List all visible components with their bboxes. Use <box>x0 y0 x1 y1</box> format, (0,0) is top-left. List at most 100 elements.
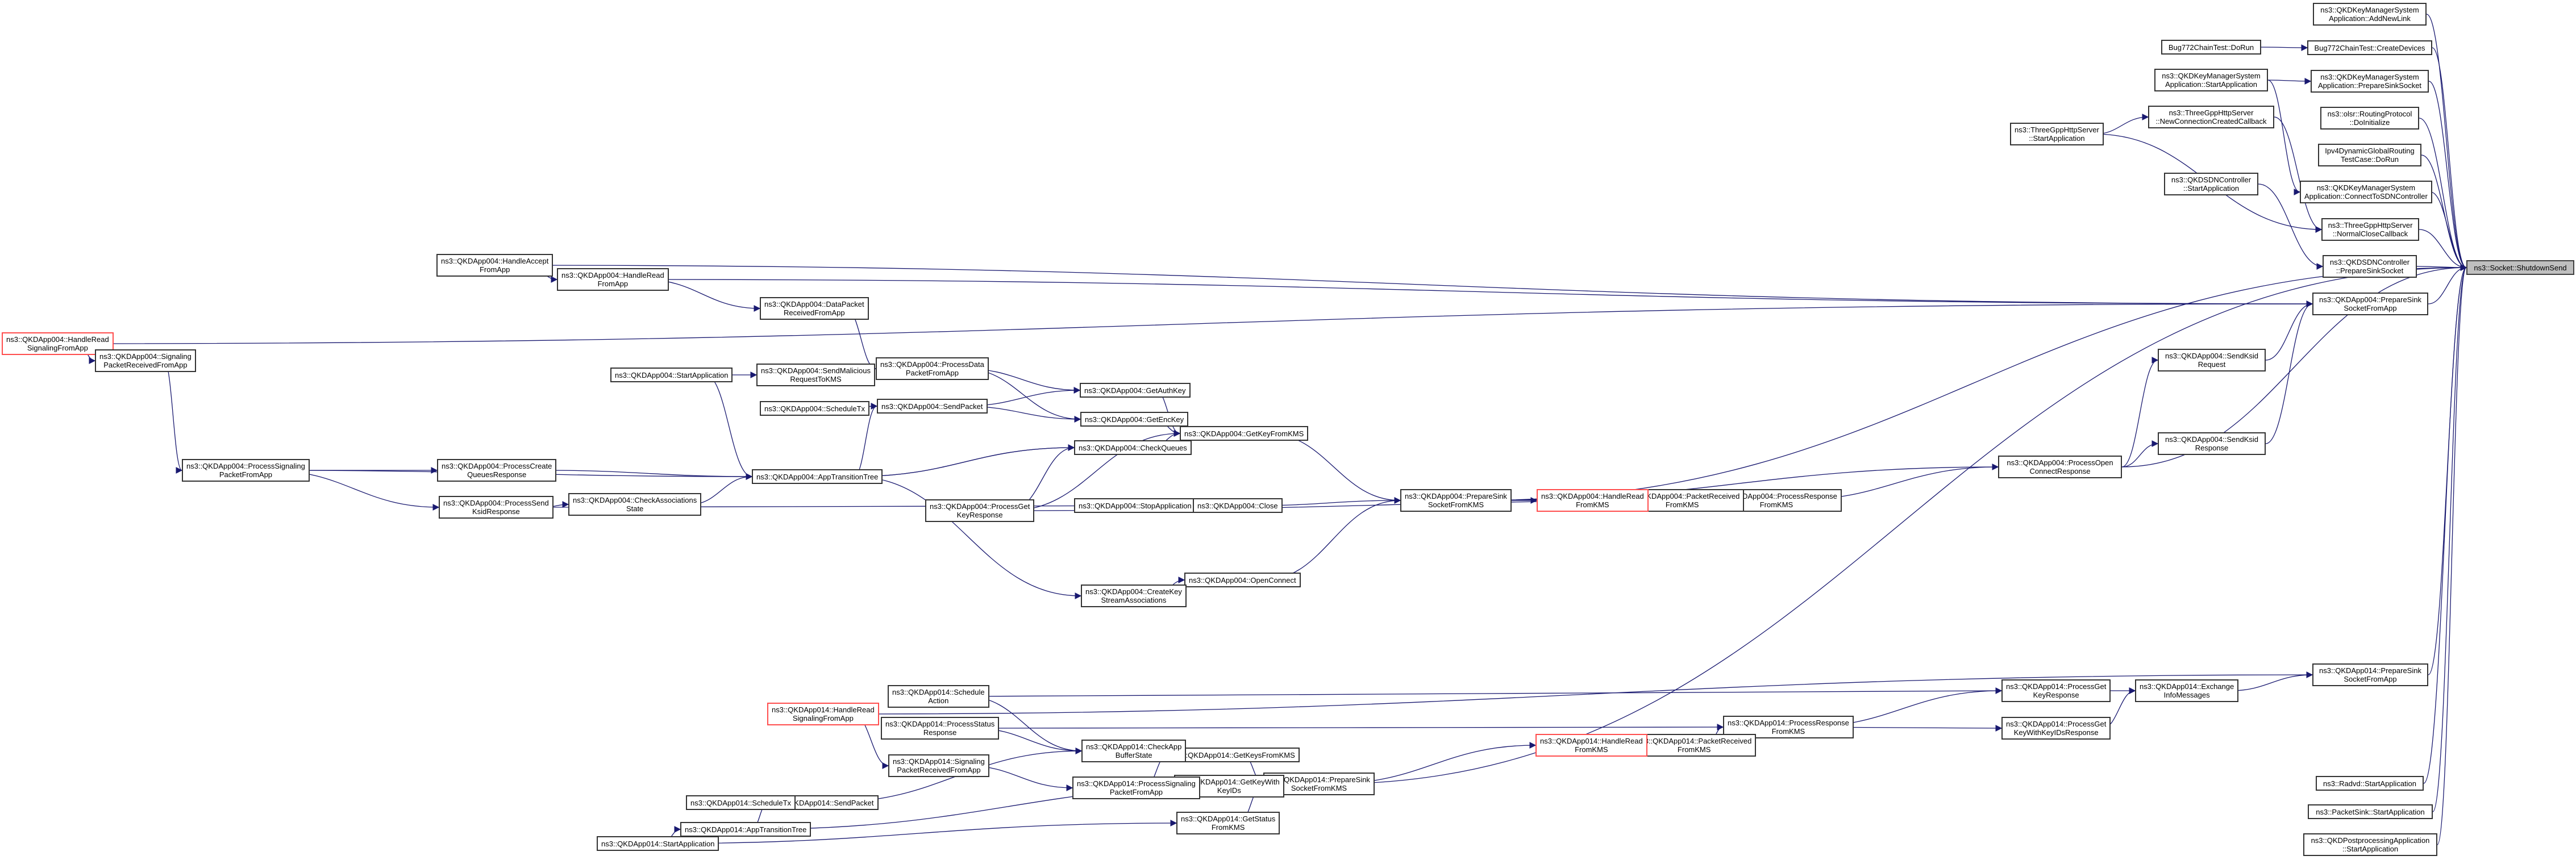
node-label-line: Bug772ChainTest::CreateDevices <box>2314 43 2425 52</box>
graph-node-app004-transition[interactable]: ns3::QKDApp004::AppTransitionTree <box>752 469 883 484</box>
graph-node-app004-stopapp[interactable]: ns3::QKDApp004::StopApplication <box>1074 498 1196 513</box>
graph-node-app004-getkeykms[interactable]: ns3::QKDApp004::GetKeyFromKMS <box>1180 426 1309 441</box>
graph-node-app004-sendpacket[interactable]: ns3::QKDApp004::SendPacket <box>877 399 988 414</box>
graph-node-sdn-preparesink[interactable]: ns3::QKDSDNController::PrepareSinkSocket <box>2323 255 2417 278</box>
node-label-line: ns3::QKDApp014::HandleRead <box>772 705 875 714</box>
node-label-line: ns3::QKDApp004::StartApplication <box>615 370 729 379</box>
node-label-line: ns3::QKDApp004::ProcessGet <box>930 502 1030 511</box>
node-label-line: ns3::QKDApp004::AppTransitionTree <box>756 472 879 481</box>
node-label-line: ns3::QKDApp004::OpenConnect <box>1189 575 1296 585</box>
node-label-line: Bug772ChainTest::DoRun <box>2168 43 2254 52</box>
graph-node-root[interactable]: ns3::Socket::ShutdownSend <box>2466 260 2574 275</box>
node-label-line: ::StartApplication <box>2029 134 2085 143</box>
graph-node-app004-close[interactable]: ns3::QKDApp004::Close <box>1193 498 1283 513</box>
graph-node-http-startapp[interactable]: ns3::ThreeGppHttpServer::StartApplicatio… <box>2010 123 2104 145</box>
node-label-line: ns3::QKDApp014::AppTransitionTree <box>685 825 807 834</box>
graph-node-http-newconn[interactable]: ns3::ThreeGppHttpServer::NewConnectionCr… <box>2148 106 2274 128</box>
graph-node-radvd[interactable]: ns3::Radvd::StartApplication <box>2316 776 2424 791</box>
graph-node-bug-dorun[interactable]: Bug772ChainTest::DoRun <box>2161 40 2261 55</box>
node-label-line: KeyWithKeyIDsResponse <box>2013 728 2099 737</box>
node-label-line: PacketFromApp <box>219 470 273 479</box>
call-edge-app004-openconnresp-to-app004-ksidresp <box>2121 440 2159 467</box>
call-edge-kms-startapp-to-kms-connectsdn <box>2267 80 2301 195</box>
node-label-line: ::NormalCloseCallback <box>2332 229 2408 238</box>
graph-node-app004-startapp[interactable]: ns3::QKDApp004::StartApplication <box>610 368 733 382</box>
graph-node-postproc[interactable]: ns3::QKDPostprocessingApplication::Start… <box>2303 833 2437 856</box>
node-label-line: ::StartApplication <box>2342 845 2399 853</box>
node-label-line: ns3::QKDApp014::CheckApp <box>1086 742 1182 751</box>
call-edge-sdn-startapp-to-sdn-preparesink <box>2258 183 2324 270</box>
graph-node-packetsink[interactable]: ns3::PacketSink::StartApplication <box>2308 804 2433 819</box>
node-label-line: ns3::QKDApp014::Signaling <box>893 757 985 766</box>
node-label-line: ns3::QKDPostprocessingApplication <box>2311 836 2430 845</box>
node-label-line: ns3::QKDApp004::ProcessSignaling <box>186 462 305 470</box>
node-label-line: ns3::QKDKeyManagerSystem <box>2162 72 2261 80</box>
graph-node-olsr[interactable]: ns3::olsr::RoutingProtocol::DoInitialize <box>2320 107 2419 130</box>
node-label-line: ns3::QKDApp004::SendKsid <box>2165 352 2259 360</box>
call-edge-app004-sinkkms-to-root <box>1476 264 2467 501</box>
node-label-line: SocketFromKMS <box>1428 500 1484 509</box>
graph-node-app004-getenckey[interactable]: ns3::QKDApp004::GetEncKey <box>1080 412 1189 427</box>
graph-node-app014-transition[interactable]: ns3::QKDApp014::AppTransitionTree <box>680 822 811 837</box>
graph-node-app004-openconnect[interactable]: ns3::QKDApp004::OpenConnect <box>1184 573 1301 587</box>
node-label-line: ns3::QKDApp004::CreateKey <box>1085 587 1182 596</box>
node-label-line: ns3::QKDApp014::SendPacket <box>772 798 874 807</box>
node-label-line: ns3::QKDApp004::ProcessSend <box>443 499 549 507</box>
graph-node-app014-scheduletx[interactable]: ns3::QKDApp014::ScheduleTx <box>686 795 796 810</box>
call-edge-app004-checkqueues-to-app004-transition <box>853 447 1075 480</box>
graph-node-app014-startapp[interactable]: ns3::QKDApp014::StartApplication <box>597 836 719 851</box>
graph-node-bug-create[interactable]: Bug772ChainTest::CreateDevices <box>2307 40 2432 55</box>
node-label-line: ns3::QKDKeyManagerSystem <box>2316 183 2416 192</box>
graph-node-app004-scheduletx[interactable]: ns3::QKDApp004::ScheduleTx <box>760 401 870 416</box>
graph-node-app004-getauthkey[interactable]: ns3::QKDApp004::GetAuthKey <box>1080 383 1191 398</box>
graph-node-http-normalclose[interactable]: ns3::ThreeGppHttpServer::NormalCloseCall… <box>2321 218 2419 241</box>
node-label-line: FromApp <box>597 279 629 288</box>
node-label-line: KsidResponse <box>472 507 520 516</box>
node-label-line: ns3::QKDApp014::PrepareSink <box>1268 775 1370 784</box>
graph-node-app004-checkqueues[interactable]: ns3::QKDApp004::CheckQueues <box>1074 440 1192 455</box>
node-label-line: FromKMS <box>1665 500 1699 509</box>
graph-node-sdn-startapp[interactable]: ns3::QKDSDNController::StartApplication <box>2164 173 2258 195</box>
graph-node-app014-getkeyskms[interactable]: ns3::QKDApp014::GetKeysFromKMS <box>1167 748 1300 762</box>
node-label-line: StreamAssociations <box>1101 596 1167 604</box>
